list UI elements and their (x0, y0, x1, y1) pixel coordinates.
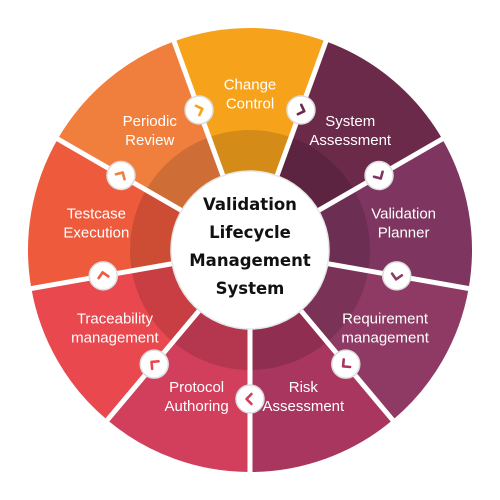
center-title-line-2: Lifecycle (209, 223, 291, 242)
segment-label-validation-planner-line-1: Validation (371, 205, 436, 222)
segment-markers (88, 95, 412, 414)
center-circle (170, 170, 330, 330)
chevron-icon (88, 261, 119, 291)
segment-label-periodic-review-line-2: Review (125, 132, 174, 149)
chevron-stroke (114, 171, 126, 181)
segment-label-protocol-authoring-line-1: Protocol (169, 379, 224, 396)
chevron-stroke (341, 358, 352, 369)
segment-label-validation-planner-line-2: Planner (378, 224, 430, 241)
segment-label-testcase-execution-line-2: Execution (63, 224, 129, 241)
segment-label-requirement-management-line-2: management (341, 330, 429, 347)
segment-label-traceability-management-line-1: Traceability (77, 311, 154, 328)
marker-circle (184, 95, 214, 125)
chevron-stroke (245, 392, 253, 406)
marker-circle (381, 261, 412, 291)
center-title-line-1: Validation (203, 195, 297, 214)
chevron-stroke (390, 272, 404, 281)
marker-circle (331, 349, 361, 379)
segment-label-change-control-line-1: Change (224, 77, 277, 94)
chevron-icon (331, 349, 361, 379)
segment-labels: ChangeControlSystemAssessmentValidationP… (63, 77, 436, 416)
chevron-stroke (97, 271, 110, 280)
chevron-icon (381, 261, 412, 291)
chevron-icon (139, 349, 169, 379)
chevron-icon (235, 384, 265, 414)
segment-label-requirement-management-line-1: Requirement (342, 311, 429, 328)
marker-circle (88, 261, 119, 291)
segment-label-risk-assessment-line-1: Risk (289, 379, 319, 396)
marker-circle (235, 384, 265, 414)
chevron-icon (286, 95, 316, 125)
segment-label-risk-assessment-line-2: Assessment (263, 398, 346, 415)
chevron-stroke (296, 103, 306, 116)
chevron-stroke (372, 170, 384, 180)
segment-label-system-assessment-line-1: System (325, 113, 375, 130)
marker-circle (106, 160, 136, 191)
segment-label-traceability-management-line-2: management (71, 330, 159, 347)
center-title-line-3: Management (189, 251, 311, 270)
chevron-icon (106, 160, 136, 191)
marker-circle (364, 160, 394, 191)
center-hub: Validation Lifecycle Management System (170, 170, 330, 330)
segment-label-testcase-execution-line-1: Testcase (67, 205, 126, 222)
marker-circle (286, 95, 316, 125)
segment-label-periodic-review-line-1: Periodic (123, 113, 178, 130)
segment-label-protocol-authoring-line-2: Authoring (165, 398, 229, 415)
marker-circle (139, 349, 169, 379)
center-title-line-4: System (216, 279, 285, 298)
chevron-icon (184, 95, 214, 125)
segment-label-change-control-line-2: Control (226, 96, 274, 113)
chevron-icon (364, 160, 394, 191)
chevron-stroke (194, 104, 204, 117)
chevron-stroke (150, 359, 160, 371)
segment-label-system-assessment-line-2: Assessment (309, 132, 392, 149)
